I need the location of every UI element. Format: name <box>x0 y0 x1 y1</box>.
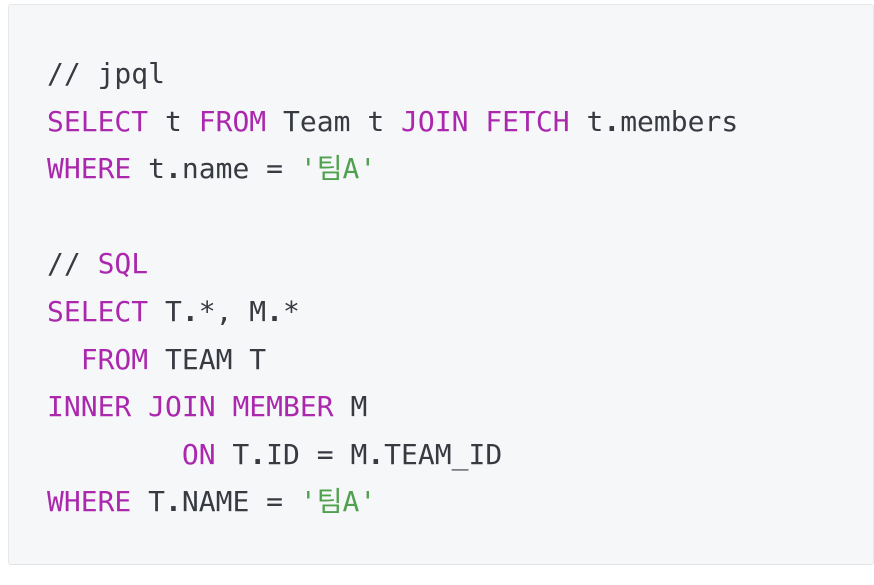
code-line: SELECT t FROM Team t JOIN FETCH t.member… <box>47 98 863 146</box>
token-plain: TEAM T <box>148 342 267 376</box>
code-line: WHERE T.NAME = '팀A' <box>47 478 863 526</box>
token-operator: . <box>603 104 621 138</box>
token-keyword: SELECT <box>47 104 149 138</box>
token-plain: T <box>148 294 182 328</box>
code-line: INNER JOIN MEMBER M <box>47 383 863 431</box>
token-plain: TEAM_ID <box>384 437 503 471</box>
token-keyword: SELECT <box>47 294 149 328</box>
token-keyword: SQL <box>97 247 149 281</box>
token-plain: members <box>620 104 739 138</box>
token-plain <box>47 343 81 376</box>
token-operator: . <box>181 294 199 328</box>
token-plain: M <box>333 390 368 424</box>
code-line: // SQL <box>47 240 863 288</box>
token-plain: T <box>215 437 250 471</box>
token-keyword: WHERE <box>47 152 132 186</box>
token-keyword: WHERE <box>47 485 132 519</box>
token-plain: t <box>131 152 166 186</box>
token-string: '팀A' <box>299 152 377 186</box>
token-string: '팀A' <box>299 485 377 519</box>
token-keyword: INNER <box>47 390 132 424</box>
code-line: FROM TEAM T <box>47 336 863 384</box>
token-operator: . <box>266 294 284 328</box>
token-plain: // jpql <box>47 57 166 90</box>
token-plain: ID = M <box>266 437 368 471</box>
token-operator: . <box>367 437 385 471</box>
token-keyword: FETCH <box>485 104 570 138</box>
token-keyword: MEMBER <box>232 390 334 424</box>
code-line <box>47 193 863 241</box>
token-plain <box>216 390 233 423</box>
token-plain: T <box>131 485 166 519</box>
token-operator: . <box>249 437 267 471</box>
token-operator: . <box>165 485 182 519</box>
token-plain: name = <box>181 152 300 186</box>
token-keyword: JOIN <box>148 390 216 424</box>
code-line: ON T.ID = M.TEAM_ID <box>47 431 863 479</box>
token-operator: . <box>165 152 182 186</box>
token-plain: * <box>283 294 300 328</box>
token-plain: NAME = <box>181 485 300 519</box>
code-line: WHERE t.name = '팀A' <box>47 145 863 193</box>
token-plain: t <box>148 104 199 138</box>
token-plain <box>468 105 485 138</box>
token-keyword: ON <box>181 437 216 471</box>
token-plain <box>47 438 182 471</box>
token-keyword: FROM <box>80 342 149 376</box>
token-plain: // <box>47 247 98 281</box>
token-plain: *, M <box>198 294 267 328</box>
code-line: // jpql <box>47 50 863 98</box>
token-plain: t <box>569 104 604 138</box>
token-plain <box>131 390 148 423</box>
code-line: SELECT T.*, M.* <box>47 288 863 336</box>
token-keyword: JOIN <box>401 104 469 138</box>
token-keyword: FROM <box>198 104 267 138</box>
token-plain: Team t <box>266 104 402 138</box>
